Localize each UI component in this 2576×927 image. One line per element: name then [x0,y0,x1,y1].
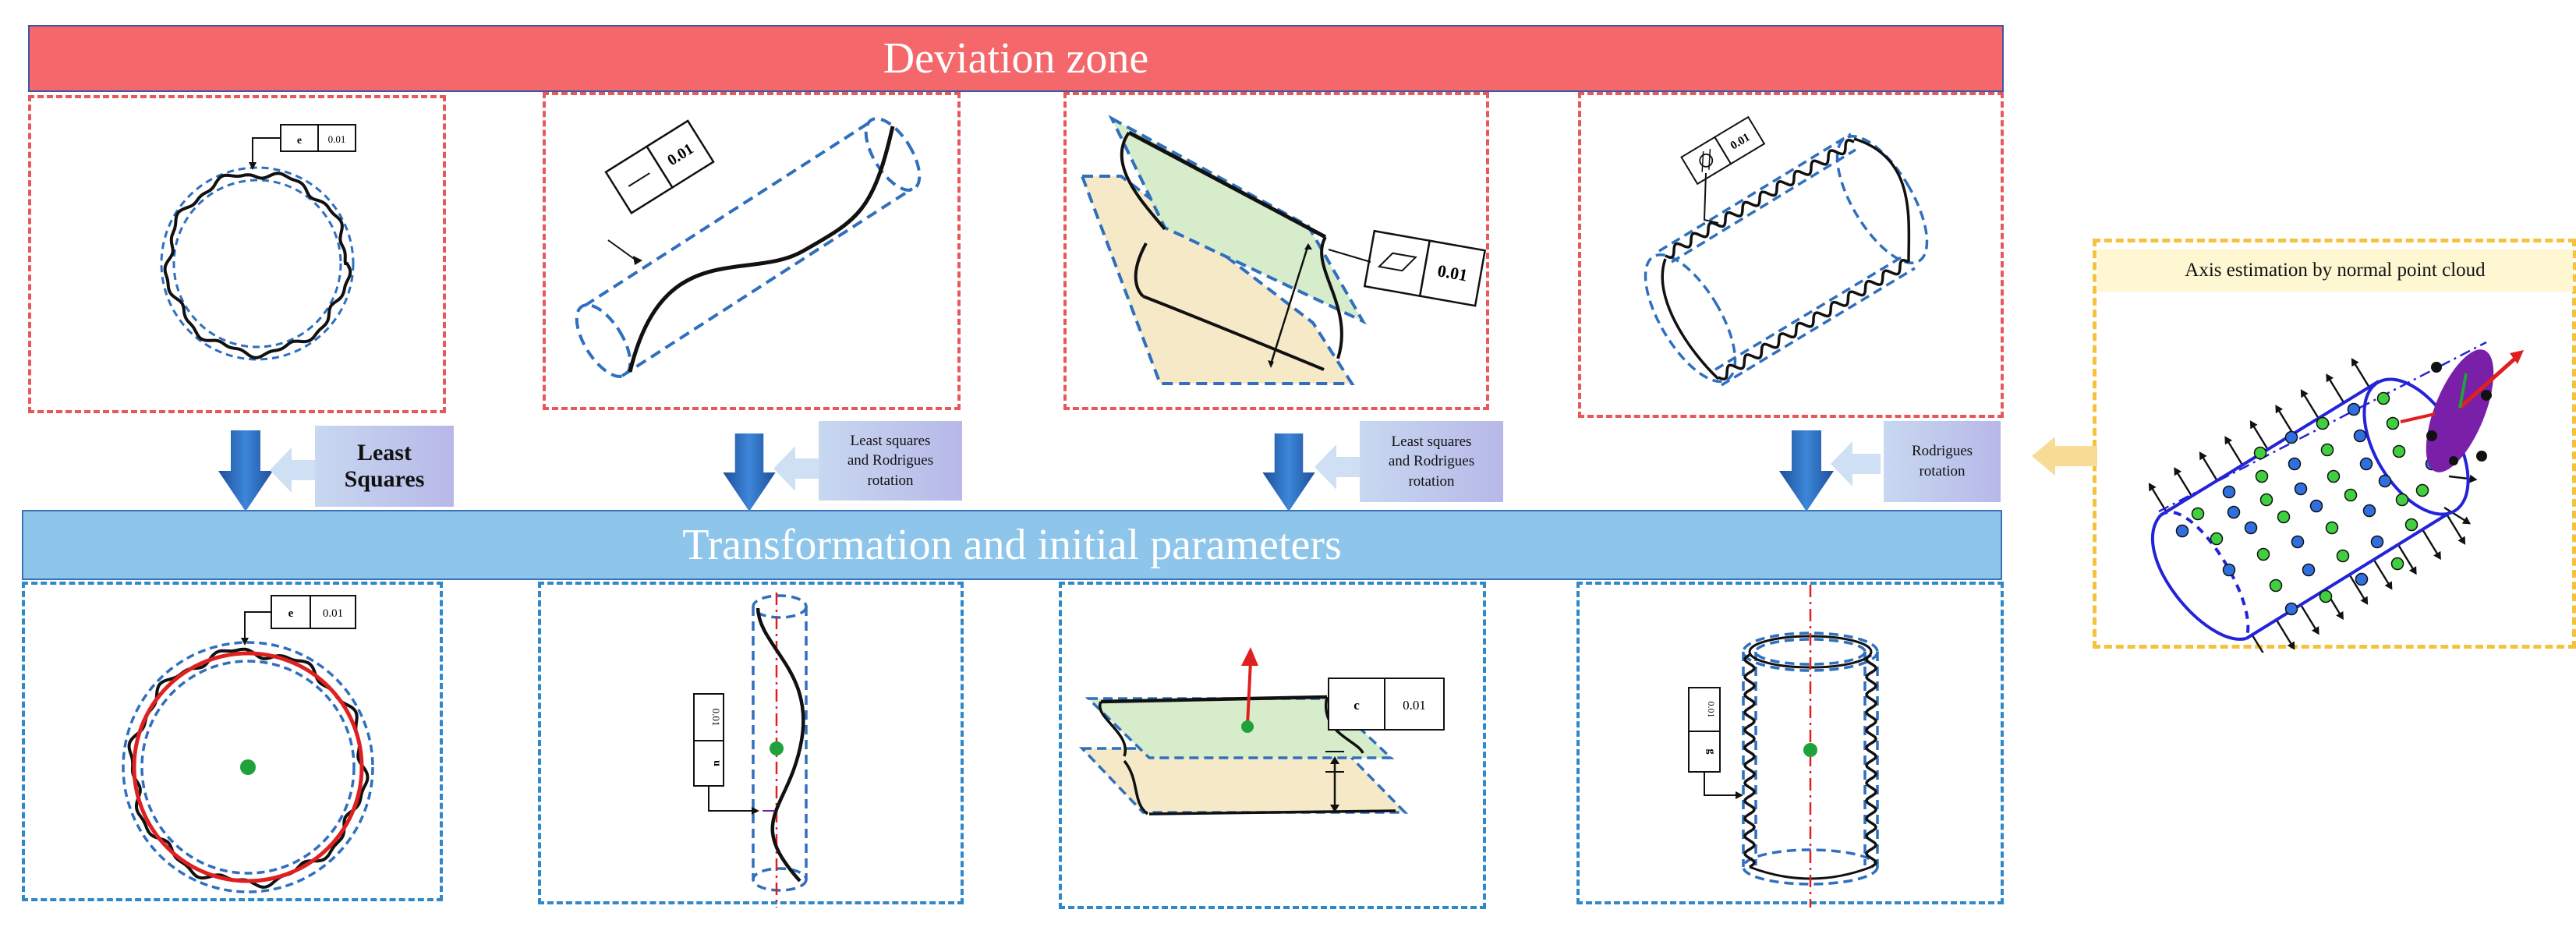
transformation-banner: Transformation and initial parameters [22,510,2002,580]
left-arrow-icon [270,448,320,493]
fcf-symbol: c [1353,698,1360,713]
fcf-straightness-vertical: 0.01 u [693,693,724,787]
deviation-panel-flatness: 0.01 [1063,92,1489,410]
normal-point-cloud-drawing [2148,341,2524,653]
circle-fit-drawing: e 0.01 [122,595,374,893]
left-arrow-icon [773,446,823,491]
left-arrow-icon [1315,444,1364,490]
down-arrow-icon [218,430,273,511]
fcf-value: 0.01 [323,607,343,620]
down-arrow-icon [1262,433,1315,511]
cylindricity-zone-drawing: 0.01 [1644,115,1929,387]
fcf-value: 0.01 [1706,702,1717,718]
down-arrow-icon [723,433,776,511]
fcf-straightness: 0.01 [604,119,715,214]
fcf-circularity: e 0.01 [271,595,356,629]
fcf-flatness: c 0.01 [1328,678,1445,731]
fcf-symbol: u [711,760,723,766]
left-arrow-icon [1831,441,1881,486]
transform-panel-straightness: 0.01 u [538,582,964,908]
deviation-zone-title: Deviation zone [883,34,1149,83]
straightness-zone-drawing: 0.01 [575,117,922,378]
flatness-zone-drawing: 0.01 [1080,115,1487,385]
axis-estimation-title: Axis estimation by normal point cloud [2097,249,2573,292]
fcf-circularity: e 0.01 [280,124,356,152]
fcf-cylindricity-vertical: 0.01 g [1688,687,1721,773]
transform-panel-flatness: c 0.01 [1059,582,1486,909]
fcf-cylindricity: 0.01 [1680,115,1766,186]
deviation-zone-banner: Deviation zone [28,25,2004,92]
vertical-cylindricity-drawing: 0.01 g [1688,585,1879,908]
fcf-flatness: 0.01 [1363,229,1487,307]
fcf-symbol: g [1705,749,1717,755]
fcf-symbol: e [288,607,294,620]
transform-panel-circularity: e 0.01 [22,582,443,901]
yellow-left-arrow-icon [2032,437,2097,476]
deviation-panel-cylindricity: 0.01 [1578,92,2004,418]
deviation-panel-straightness: 0.01 [543,92,961,410]
circularity-zone-drawing: e 0.01 [160,124,356,361]
transform-panel-cylindricity: 0.01 g [1576,582,2004,908]
horizontal-flatness-drawing: c 0.01 [1078,647,1445,816]
vertical-straightness-drawing: 0.01 u [693,593,808,908]
axis-estimation-panel [2093,239,2576,653]
deviation-panel-circularity: e 0.01 [28,95,446,413]
fcf-value: 0.01 [328,133,346,145]
transformation-title: Transformation and initial parameters [682,521,1342,569]
down-arrow-icon [1779,430,1834,511]
fcf-value: 0.01 [1403,698,1426,713]
fcf-symbol: e [297,135,302,147]
fcf-value: 0.01 [710,709,722,727]
